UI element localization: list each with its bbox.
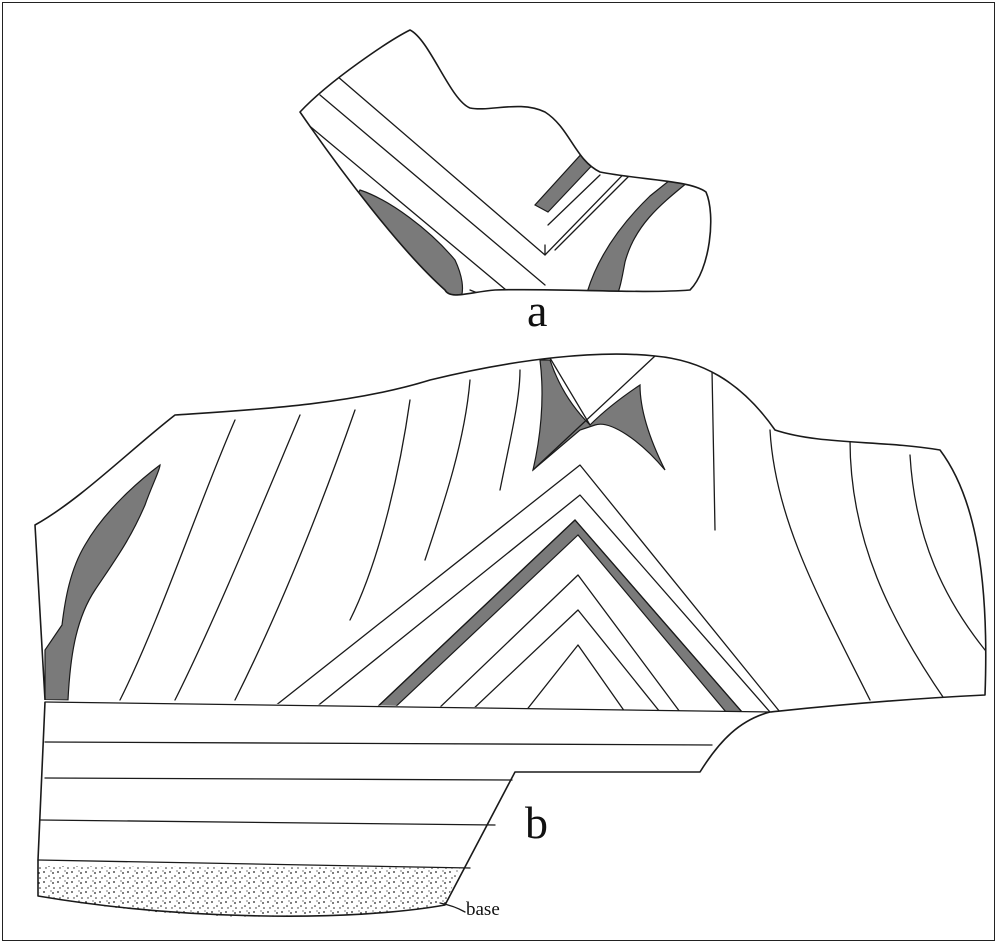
specimen-b-lamina-l4 — [350, 400, 410, 620]
specimen-b-label: b — [525, 800, 548, 846]
specimen-b-bed-line-4 — [40, 820, 495, 825]
specimen-b — [35, 354, 986, 917]
specimen-a — [300, 30, 715, 310]
specimen-b-bed-line-1 — [45, 702, 770, 712]
specimen-b-lamina-l2 — [175, 415, 300, 700]
specimen-a-laminae — [300, 70, 715, 310]
specimen-b-outline-top — [35, 354, 986, 712]
specimen-b-lamina-r4 — [910, 455, 985, 650]
specimen-b-shade-left — [45, 465, 160, 700]
base-leader-line — [440, 903, 465, 912]
specimen-b-bed-line-2 — [45, 742, 712, 745]
specimen-b-lamina-l5 — [425, 380, 470, 560]
specimen-b-lamina-r2 — [770, 430, 870, 700]
specimen-b-stipple-fill — [38, 866, 460, 917]
specimen-b-lamina-l6 — [500, 370, 520, 490]
specimen-b-lamina-r3 — [850, 440, 945, 700]
specimen-b-lamina-r1 — [712, 370, 715, 530]
specimen-b-lamina-l1 — [120, 420, 235, 700]
base-label: base — [466, 900, 500, 919]
specimen-a-outline — [300, 30, 711, 295]
specimen-b-folded-laminae — [45, 356, 985, 712]
specimen-a-lamina-3 — [300, 118, 530, 310]
specimen-b-shade-top — [533, 360, 665, 470]
specimen-a-shade-band — [535, 150, 600, 212]
specimen-a-label: a — [527, 288, 547, 334]
specimen-b-chevron-6 — [525, 645, 625, 712]
specimen-b-bed-line-3 — [45, 778, 512, 780]
